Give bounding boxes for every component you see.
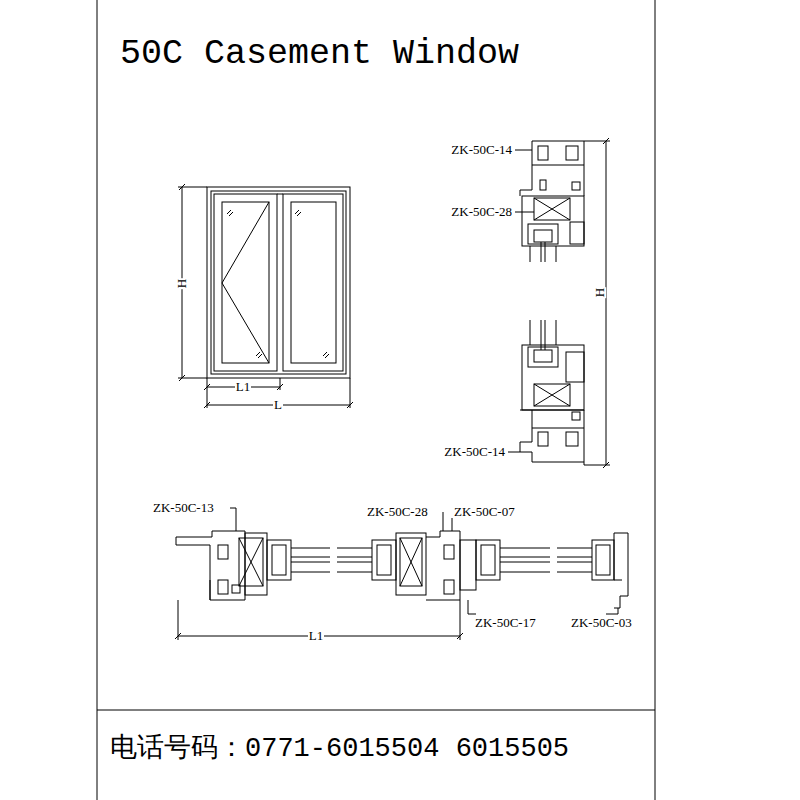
part-number: ZK-50C-28 (450, 205, 513, 218)
part-number: ZK-50C-17 (474, 616, 537, 629)
part-number: ZK-50C-14 (443, 445, 506, 458)
vertical-section (508, 138, 610, 468)
dimension-label: L1 (235, 380, 251, 393)
sheet-title: 50C Casement Window (120, 37, 519, 72)
dimension-label: H (175, 277, 188, 288)
dimension-label: L1 (308, 629, 324, 642)
window-elevation (178, 184, 353, 408)
sheet-border (97, 0, 98, 800)
part-number: ZK-50C-13 (152, 501, 215, 514)
sheet-border (655, 0, 656, 800)
part-number: ZK-50C-07 (453, 505, 516, 518)
horizontal-section (175, 508, 628, 640)
part-number: ZK-50C-28 (366, 505, 429, 518)
dimension-label: L (273, 398, 283, 411)
sheet-border (97, 710, 655, 711)
part-number: ZK-50C-14 (450, 143, 513, 156)
part-number: ZK-50C-03 (570, 616, 633, 629)
contact-caption: 电话号码：0771-6015504 6015505 (110, 736, 569, 763)
dimension-label: H (593, 286, 606, 297)
